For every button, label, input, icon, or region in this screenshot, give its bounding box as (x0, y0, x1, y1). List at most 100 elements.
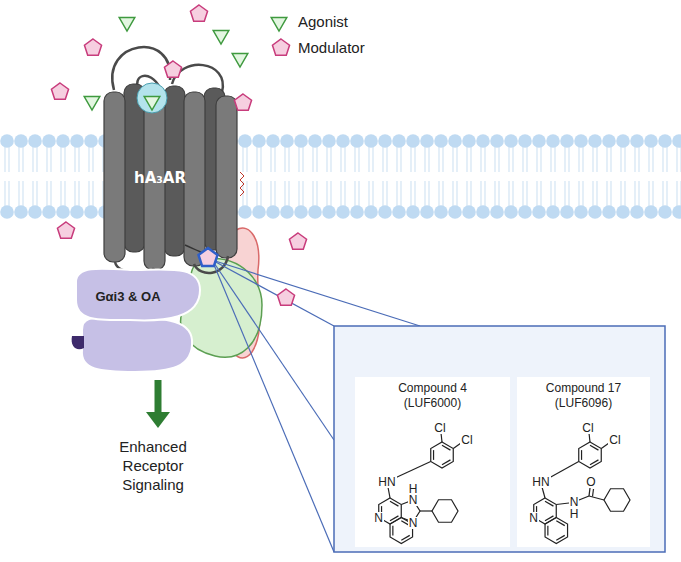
line-shape (312, 147, 313, 172)
circle-shape (504, 134, 518, 148)
line-shape (578, 147, 579, 172)
path-shape (84, 97, 100, 111)
node-text: Gαi3 & OA (95, 289, 160, 304)
line-shape (400, 147, 401, 172)
line-shape (610, 181, 611, 206)
circle-shape (476, 205, 490, 219)
path-shape (232, 54, 248, 68)
g-protein-label: Gαi3 & OA (92, 288, 163, 305)
line-shape (578, 181, 579, 206)
rect-shape (104, 92, 125, 262)
line-shape (340, 147, 341, 172)
line-shape (212, 260, 334, 440)
line-shape (270, 181, 271, 206)
line-shape (155, 380, 162, 414)
atom-label: HN (377, 476, 396, 488)
line-shape (270, 147, 271, 172)
g-protein-illustration (72, 269, 200, 372)
legend-text: Modulator (298, 39, 365, 56)
circle-shape (14, 205, 28, 219)
line-shape (610, 147, 611, 172)
line-shape (372, 181, 373, 206)
line-shape (428, 147, 429, 172)
line-shape (330, 181, 331, 206)
path-shape (442, 445, 450, 450)
circle-shape (420, 134, 434, 148)
rect-shape (334, 326, 665, 552)
circle-shape (504, 205, 518, 219)
inset (212, 260, 665, 552)
line-shape (410, 181, 411, 206)
line-shape (550, 181, 551, 206)
path-shape (51, 83, 68, 99)
line-shape (620, 181, 621, 206)
atom-label: N (408, 494, 419, 506)
line-shape (582, 147, 583, 172)
circle-shape (644, 205, 658, 219)
path-shape (593, 489, 594, 497)
line-shape (512, 181, 513, 206)
atom-label: O (585, 476, 596, 488)
circle-shape (406, 134, 420, 148)
line-shape (330, 147, 331, 172)
circle-shape (448, 205, 462, 219)
path-shape (388, 487, 390, 498)
circle-shape (42, 205, 56, 219)
path-shape (590, 460, 598, 465)
atom-label: N (569, 496, 580, 508)
line-shape (22, 181, 23, 206)
line-shape (526, 181, 527, 206)
line-shape (676, 181, 677, 206)
line-shape (652, 181, 653, 206)
line-shape (438, 181, 439, 206)
circle-shape (532, 134, 546, 148)
path-shape (545, 501, 553, 506)
circle-shape (672, 205, 681, 219)
line-shape (606, 181, 607, 206)
circle-shape (56, 205, 70, 219)
path-shape (433, 450, 434, 460)
line-shape (498, 181, 499, 206)
line-shape (8, 147, 9, 172)
line-shape (442, 147, 443, 172)
path-shape (401, 535, 409, 540)
line-shape (582, 181, 583, 206)
path-shape (441, 433, 442, 442)
ligands (51, 5, 306, 305)
circle-shape (518, 134, 532, 148)
line-shape (372, 147, 373, 172)
path-shape (392, 526, 393, 536)
path-shape (277, 289, 294, 305)
outcome-label: Enhanced Receptor Signaling (103, 437, 203, 494)
circle-shape (532, 205, 546, 219)
path-shape (589, 496, 604, 500)
line-shape (452, 147, 453, 172)
line-shape (680, 147, 681, 172)
circle-shape (84, 134, 98, 148)
path-shape (84, 39, 101, 55)
line-shape (344, 147, 345, 172)
line-shape (396, 147, 397, 172)
path-shape (547, 526, 548, 536)
line-shape (8, 181, 9, 206)
path-shape (57, 222, 74, 238)
circle-shape (322, 134, 336, 148)
line-shape (386, 147, 387, 172)
circle-shape (490, 134, 504, 148)
path-shape (579, 442, 602, 468)
path-shape (144, 97, 160, 111)
line-shape (508, 147, 509, 172)
path-shape (549, 462, 579, 479)
path-shape (82, 318, 192, 372)
line-shape (74, 181, 75, 206)
path-shape (589, 433, 590, 442)
line-shape (666, 181, 667, 206)
line-shape (666, 147, 667, 172)
line-shape (368, 181, 369, 206)
path-shape (76, 269, 200, 321)
circle-shape (462, 134, 476, 148)
line-shape (288, 181, 289, 206)
line-shape (540, 147, 541, 172)
circle-shape (602, 205, 616, 219)
